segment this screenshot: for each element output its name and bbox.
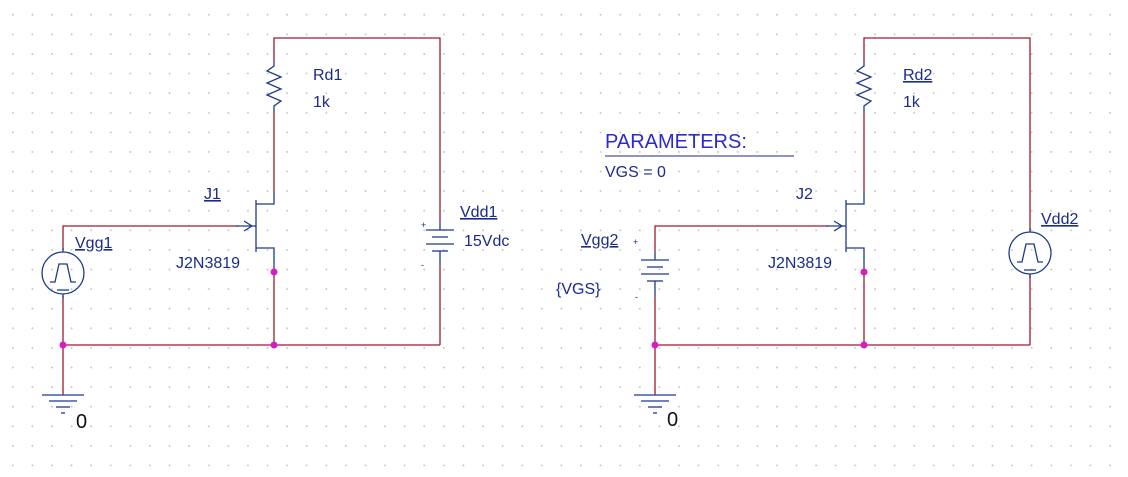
rd2-value-label[interactable]: 1k (903, 94, 921, 111)
rd1-ref-label[interactable]: Rd1 (313, 67, 342, 84)
rd2-ref-label[interactable]: Rd2 (903, 67, 932, 84)
parameters-title: PARAMETERS: (605, 131, 747, 153)
dc-source-vdd1[interactable]: + - (421, 220, 454, 270)
j2-ref-label[interactable]: J2 (796, 186, 813, 203)
vgg1-ref-label[interactable]: Vgg1 (75, 235, 112, 252)
dc-source-vgg2[interactable]: + - (633, 237, 669, 302)
ground-symbol-2[interactable] (634, 394, 676, 414)
vgg2-value-label[interactable]: {VGS} (556, 281, 601, 298)
vdd1-plus-mark: + (421, 220, 426, 230)
vdd1-minus-mark: - (421, 260, 424, 270)
rd1-value-label[interactable]: 1k (313, 94, 331, 111)
parameters-block[interactable]: PARAMETERS: VGS = 0 (605, 131, 794, 181)
vdd2-ref-label[interactable]: Vdd2 (1041, 211, 1078, 228)
pulse-source-vdd2[interactable] (1008, 228, 1052, 278)
wire-c1-drain-loop (273, 37, 441, 222)
j2-model-label[interactable]: J2N3819 (768, 255, 832, 272)
circuit-1: + - Rd1 1k J1 J2N3819 Vgg1 Vdd1 15Vdc 0 (41, 37, 509, 433)
vgg2-ref-label[interactable]: Vgg2 (581, 232, 618, 249)
vgg2-plus-mark: + (633, 237, 638, 247)
resistor-rd1[interactable] (265, 62, 283, 112)
wire-c2-gate (654, 225, 828, 252)
ground-symbol-1[interactable] (42, 394, 84, 414)
vdd1-value-label[interactable]: 15Vdc (464, 233, 509, 250)
junction-c1-left (59, 341, 67, 349)
vdd1-ref-label[interactable]: Vdd1 (460, 204, 497, 221)
wire-c2-drain-loop (863, 37, 1031, 230)
junction-c2-left (651, 341, 659, 349)
wire-c1-gate (62, 225, 238, 250)
jfet-j1[interactable] (236, 192, 275, 268)
jfet-j2[interactable] (826, 192, 865, 268)
junction-c1-source (270, 268, 278, 276)
vgg2-minus-mark: - (635, 292, 638, 302)
circuit-2: PARAMETERS: VGS = 0 (556, 37, 1078, 431)
resistor-rd2[interactable] (855, 62, 873, 112)
ground-1-label[interactable]: 0 (76, 411, 87, 433)
j1-ref-label[interactable]: J1 (204, 186, 221, 203)
junction-c2-mid (860, 341, 868, 349)
pulse-source-vgg1[interactable] (41, 248, 85, 298)
j1-model-label[interactable]: J2N3819 (176, 255, 240, 272)
junction-c1-mid (270, 341, 278, 349)
ground-2-label[interactable]: 0 (667, 409, 678, 431)
parameters-entry: VGS = 0 (605, 164, 666, 181)
junction-c2-source (860, 268, 868, 276)
